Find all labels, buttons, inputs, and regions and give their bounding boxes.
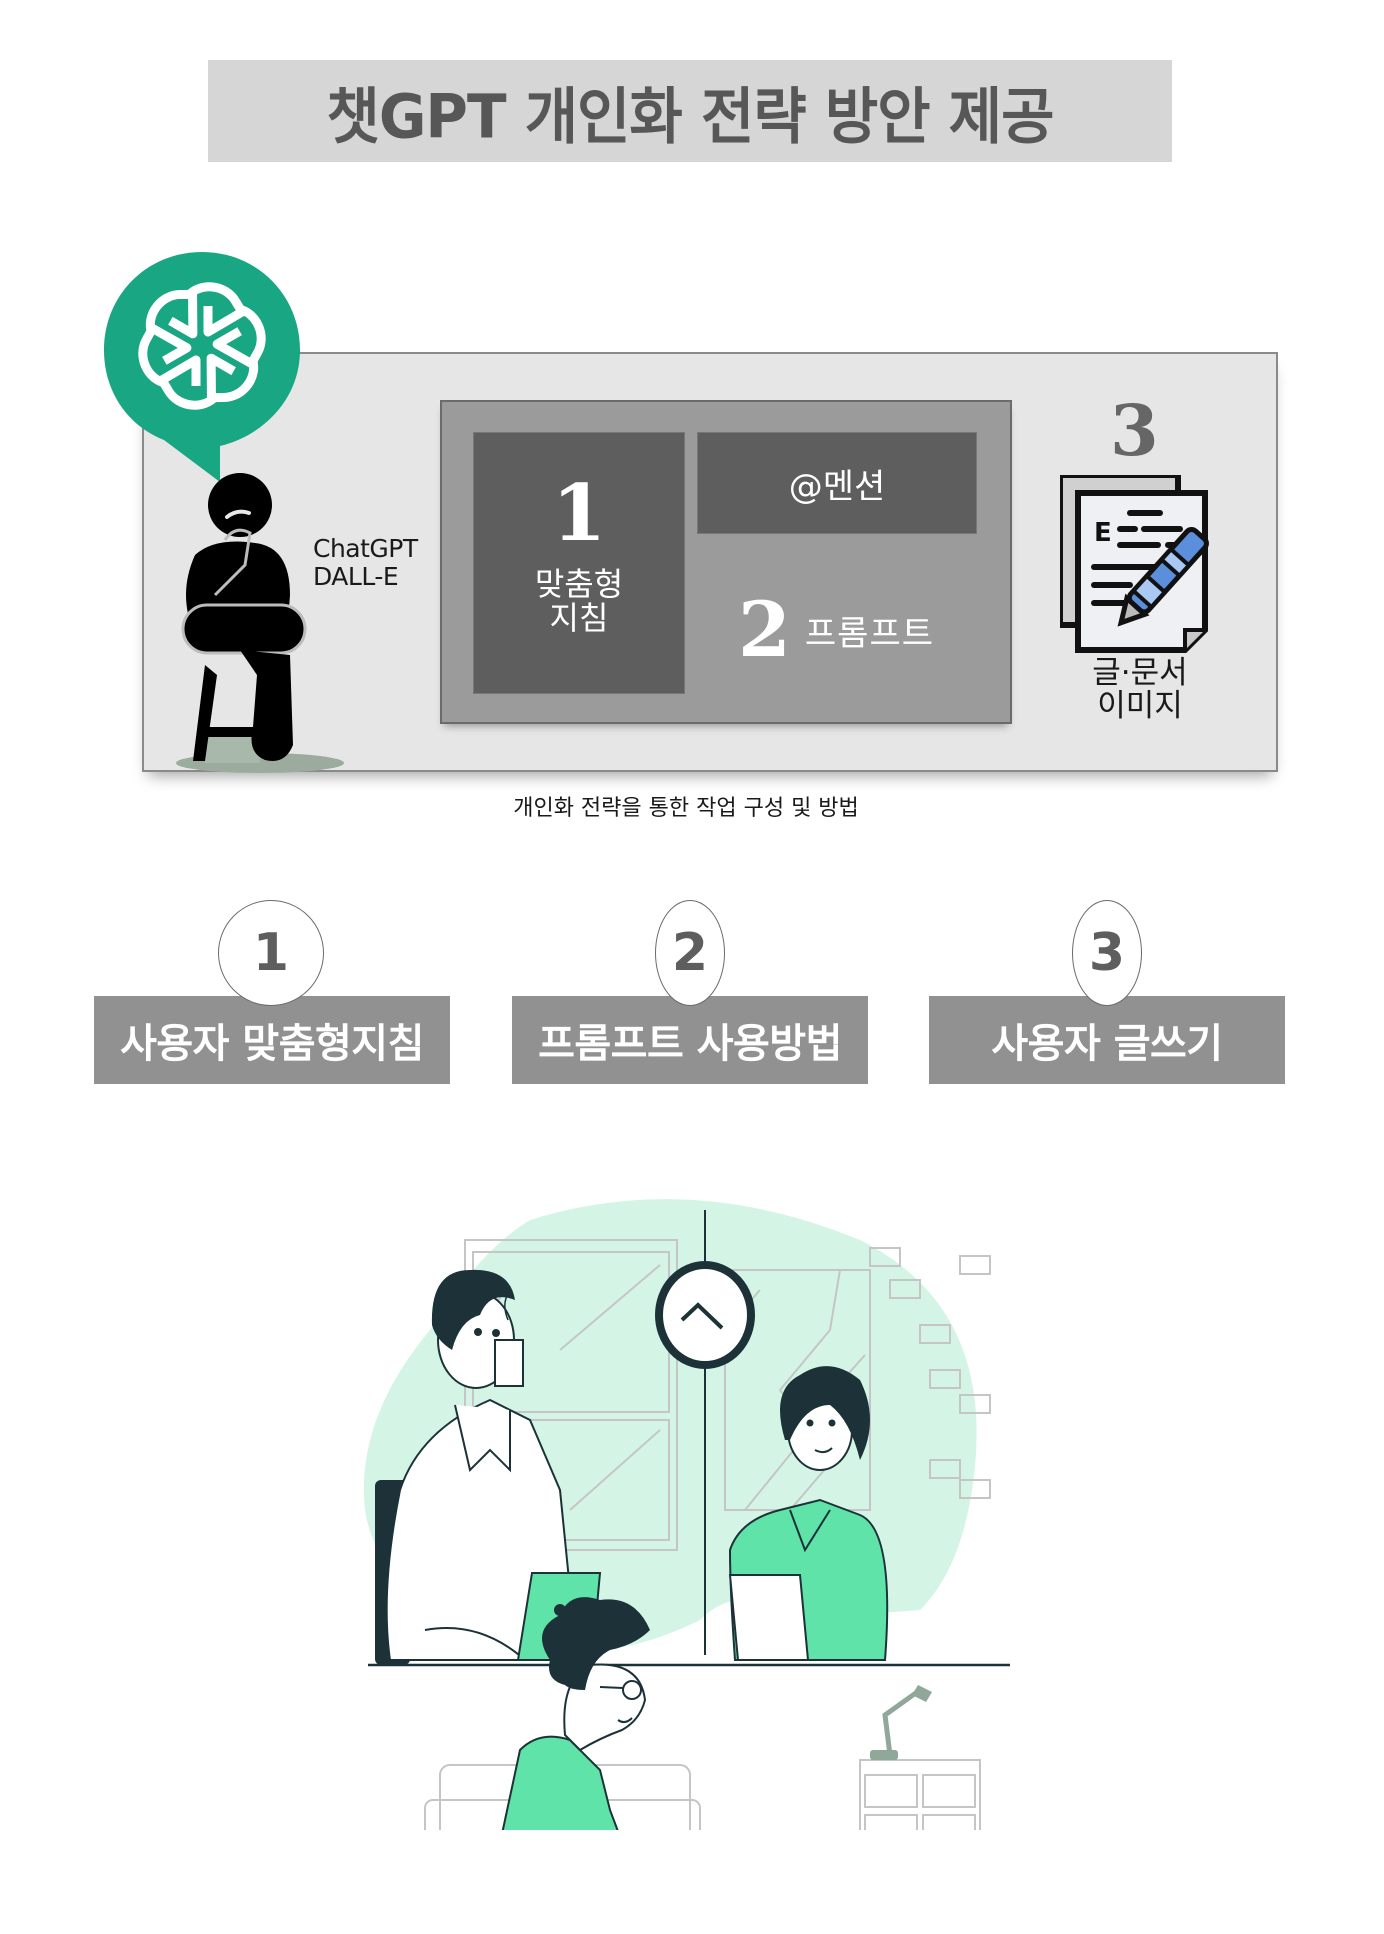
step-1-label: 사용자 맞춤형지침 bbox=[94, 996, 450, 1084]
step-2-badge: 2 bbox=[655, 900, 725, 1006]
custom-instructions-box: 1 맞춤형 지침 bbox=[473, 432, 685, 694]
step-3-label: 사용자 글쓰기 bbox=[929, 996, 1285, 1084]
step-number-2: 2 bbox=[738, 585, 791, 674]
diagram-caption: 개인화 전략을 통한 작업 구성 및 방법 bbox=[513, 796, 859, 821]
svg-text:E: E bbox=[1094, 518, 1112, 548]
step-3-badge: 3 bbox=[1072, 900, 1142, 1006]
title-banner: 챗GPT 개인화 전략 방안 제공 bbox=[208, 60, 1172, 162]
office-workers-illustration bbox=[363, 1199, 1010, 1830]
step-1: 1 사용자 맞춤형지침 bbox=[94, 900, 450, 1084]
step-3: 3 사용자 글쓰기 bbox=[929, 900, 1285, 1084]
model-label: ChatGPT DALL-E bbox=[313, 535, 418, 591]
step-1-badge: 1 bbox=[218, 900, 324, 1006]
chatgpt-logo-icon bbox=[104, 252, 300, 482]
prompt-row: 2 프롬프트 bbox=[738, 592, 934, 668]
step-number-1: 1 bbox=[551, 468, 607, 559]
thinking-person-icon bbox=[176, 473, 344, 773]
model-dalle: DALL-E bbox=[313, 562, 399, 591]
model-chatgpt: ChatGPT bbox=[313, 534, 418, 563]
prompt-caption: 프롬프트 bbox=[804, 613, 935, 654]
custom-instructions-caption: 맞춤형 지침 bbox=[534, 565, 624, 637]
step-2-label: 프롬프트 사용방법 bbox=[512, 996, 868, 1084]
output-caption: 글·문서 이미지 bbox=[1092, 655, 1188, 724]
page-title: 챗GPT 개인화 전략 방안 제공 bbox=[326, 80, 1054, 152]
step-number-3: 3 bbox=[1110, 389, 1159, 472]
step-2: 2 프롬프트 사용방법 bbox=[512, 900, 868, 1084]
mention-box: @멘션 bbox=[697, 432, 977, 534]
document-pen-icon: E bbox=[1060, 475, 1209, 653]
output-section: 3 E 글·문서 이미지 bbox=[1060, 395, 1240, 735]
